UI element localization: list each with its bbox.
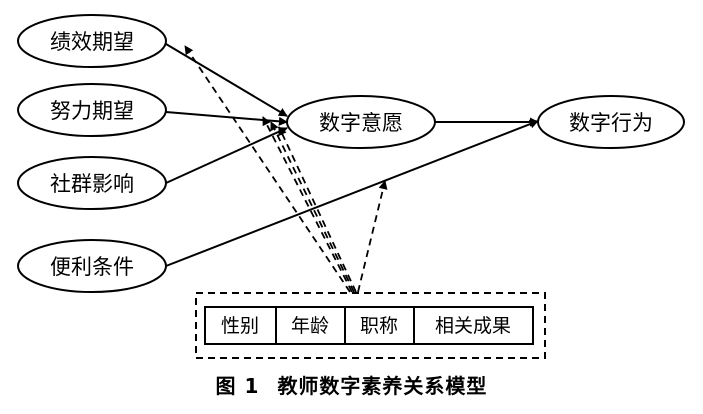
arrow-effort-to-intention bbox=[165, 111, 288, 126]
dashed-arrows bbox=[184, 45, 388, 293]
node-facilitating: 便利条件 bbox=[17, 239, 167, 293]
figure-title: 教师数字素养关系模型 bbox=[277, 374, 488, 398]
node-performance-label: 绩效期望 bbox=[50, 30, 134, 54]
node-behavior-label: 数字行为 bbox=[569, 111, 653, 135]
moderator-arrow-intention-2 bbox=[270, 121, 355, 293]
node-effort-label: 努力期望 bbox=[50, 99, 134, 123]
arrow-social-to-intention bbox=[165, 127, 288, 184]
moderator-arrow-intention-3 bbox=[278, 126, 357, 293]
node-intention: 数字意愿 bbox=[286, 95, 436, 149]
node-social-label: 社群影响 bbox=[50, 172, 134, 196]
node-performance: 绩效期望 bbox=[17, 14, 167, 68]
moderator-age: 年龄 bbox=[291, 315, 329, 337]
figure-number: 图 1 bbox=[215, 374, 260, 398]
arrow-performance-to-intention bbox=[165, 43, 288, 117]
moderator-box: 性别 年龄 职称 相关成果 bbox=[195, 292, 546, 359]
arrow-facilitating-to-behavior bbox=[165, 119, 539, 267]
moderator-arrow-behavior bbox=[357, 180, 388, 293]
moderator-title: 职称 bbox=[360, 315, 398, 337]
moderator-achievements: 相关成果 bbox=[435, 315, 511, 337]
moderator-arrow-intention-1 bbox=[262, 116, 353, 293]
moderator-arrow-performance bbox=[184, 45, 351, 293]
node-behavior: 数字行为 bbox=[537, 95, 685, 149]
moderator-gender: 性别 bbox=[221, 315, 259, 337]
node-effort: 努力期望 bbox=[17, 83, 167, 137]
node-facilitating-label: 便利条件 bbox=[50, 255, 134, 279]
node-intention-label: 数字意愿 bbox=[319, 111, 403, 135]
figure-caption: 图 1 教师数字素养关系模型 bbox=[0, 370, 703, 399]
solid-arrows bbox=[165, 43, 539, 267]
moderator-table bbox=[204, 306, 534, 345]
node-social: 社群影响 bbox=[17, 156, 167, 210]
